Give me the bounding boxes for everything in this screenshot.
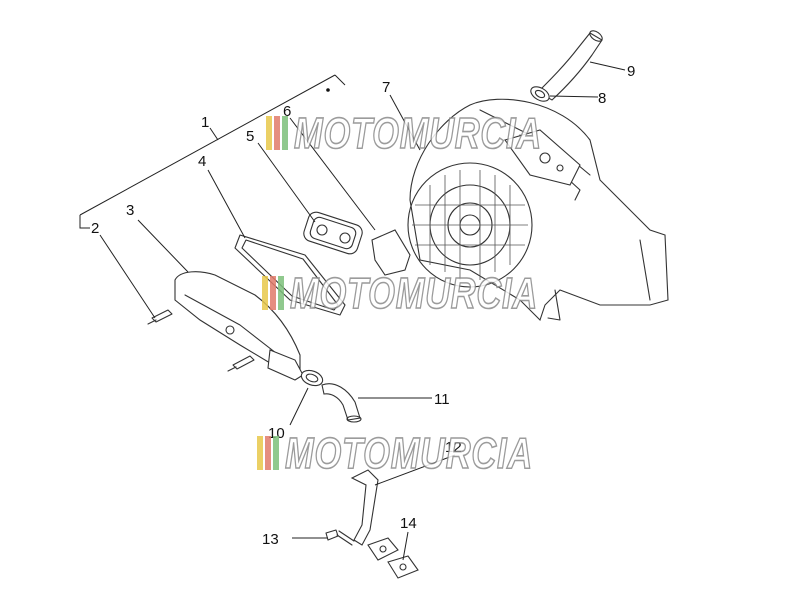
screw-2-bottom bbox=[227, 355, 255, 372]
watermark-stripe bbox=[262, 276, 268, 310]
watermark-stripe bbox=[273, 436, 279, 470]
callout-1: 1 bbox=[201, 114, 209, 131]
callout-12: 12 bbox=[445, 439, 462, 456]
assembly-bracket bbox=[79, 74, 346, 229]
watermark-text: MOTOMURCIA bbox=[290, 269, 538, 318]
seal-ring-4 bbox=[234, 234, 346, 316]
flange-14 bbox=[367, 537, 419, 579]
watermark-stripe bbox=[274, 116, 280, 150]
filter-element-5 bbox=[303, 211, 363, 255]
screw-13 bbox=[325, 529, 355, 546]
cover-3 bbox=[174, 271, 304, 381]
leader-lines bbox=[99, 61, 626, 561]
watermark-stripe bbox=[270, 276, 276, 310]
pipe-11 bbox=[321, 383, 362, 423]
watermark-stripe bbox=[257, 436, 263, 470]
watermark-top: MOTOMURCIA bbox=[266, 108, 542, 159]
fan-housing bbox=[407, 98, 669, 322]
watermark-stripe bbox=[265, 436, 271, 470]
screw-2-top bbox=[147, 309, 173, 325]
hose-clip-8 bbox=[530, 86, 550, 102]
callout-7: 7 bbox=[382, 79, 390, 96]
gasket-6 bbox=[371, 229, 411, 276]
callout-13: 13 bbox=[262, 531, 279, 548]
pipe-12 bbox=[350, 469, 379, 546]
callout-2: 2 bbox=[91, 220, 99, 237]
callout-6: 6 bbox=[283, 103, 291, 120]
callout-11: 11 bbox=[434, 391, 450, 408]
watermark-bottom: MOTOMURCIA bbox=[257, 428, 533, 479]
callout-10: 10 bbox=[268, 425, 285, 442]
watermark-stripe bbox=[278, 276, 284, 310]
watermark-text: MOTOMURCIA bbox=[294, 109, 542, 158]
watermark-stripe bbox=[282, 116, 288, 150]
callout-3: 3 bbox=[126, 202, 134, 219]
hose-9 bbox=[537, 30, 603, 101]
callout-4: 4 bbox=[198, 153, 206, 170]
watermark-text: MOTOMURCIA bbox=[285, 429, 533, 478]
callout-5: 5 bbox=[246, 128, 254, 145]
watermark-middle: MOTOMURCIA bbox=[262, 268, 538, 319]
callout-14: 14 bbox=[400, 515, 417, 532]
clip-10 bbox=[300, 369, 324, 387]
callout-8: 8 bbox=[598, 90, 606, 107]
watermark-stripe bbox=[266, 116, 272, 150]
callout-9: 9 bbox=[627, 63, 635, 80]
